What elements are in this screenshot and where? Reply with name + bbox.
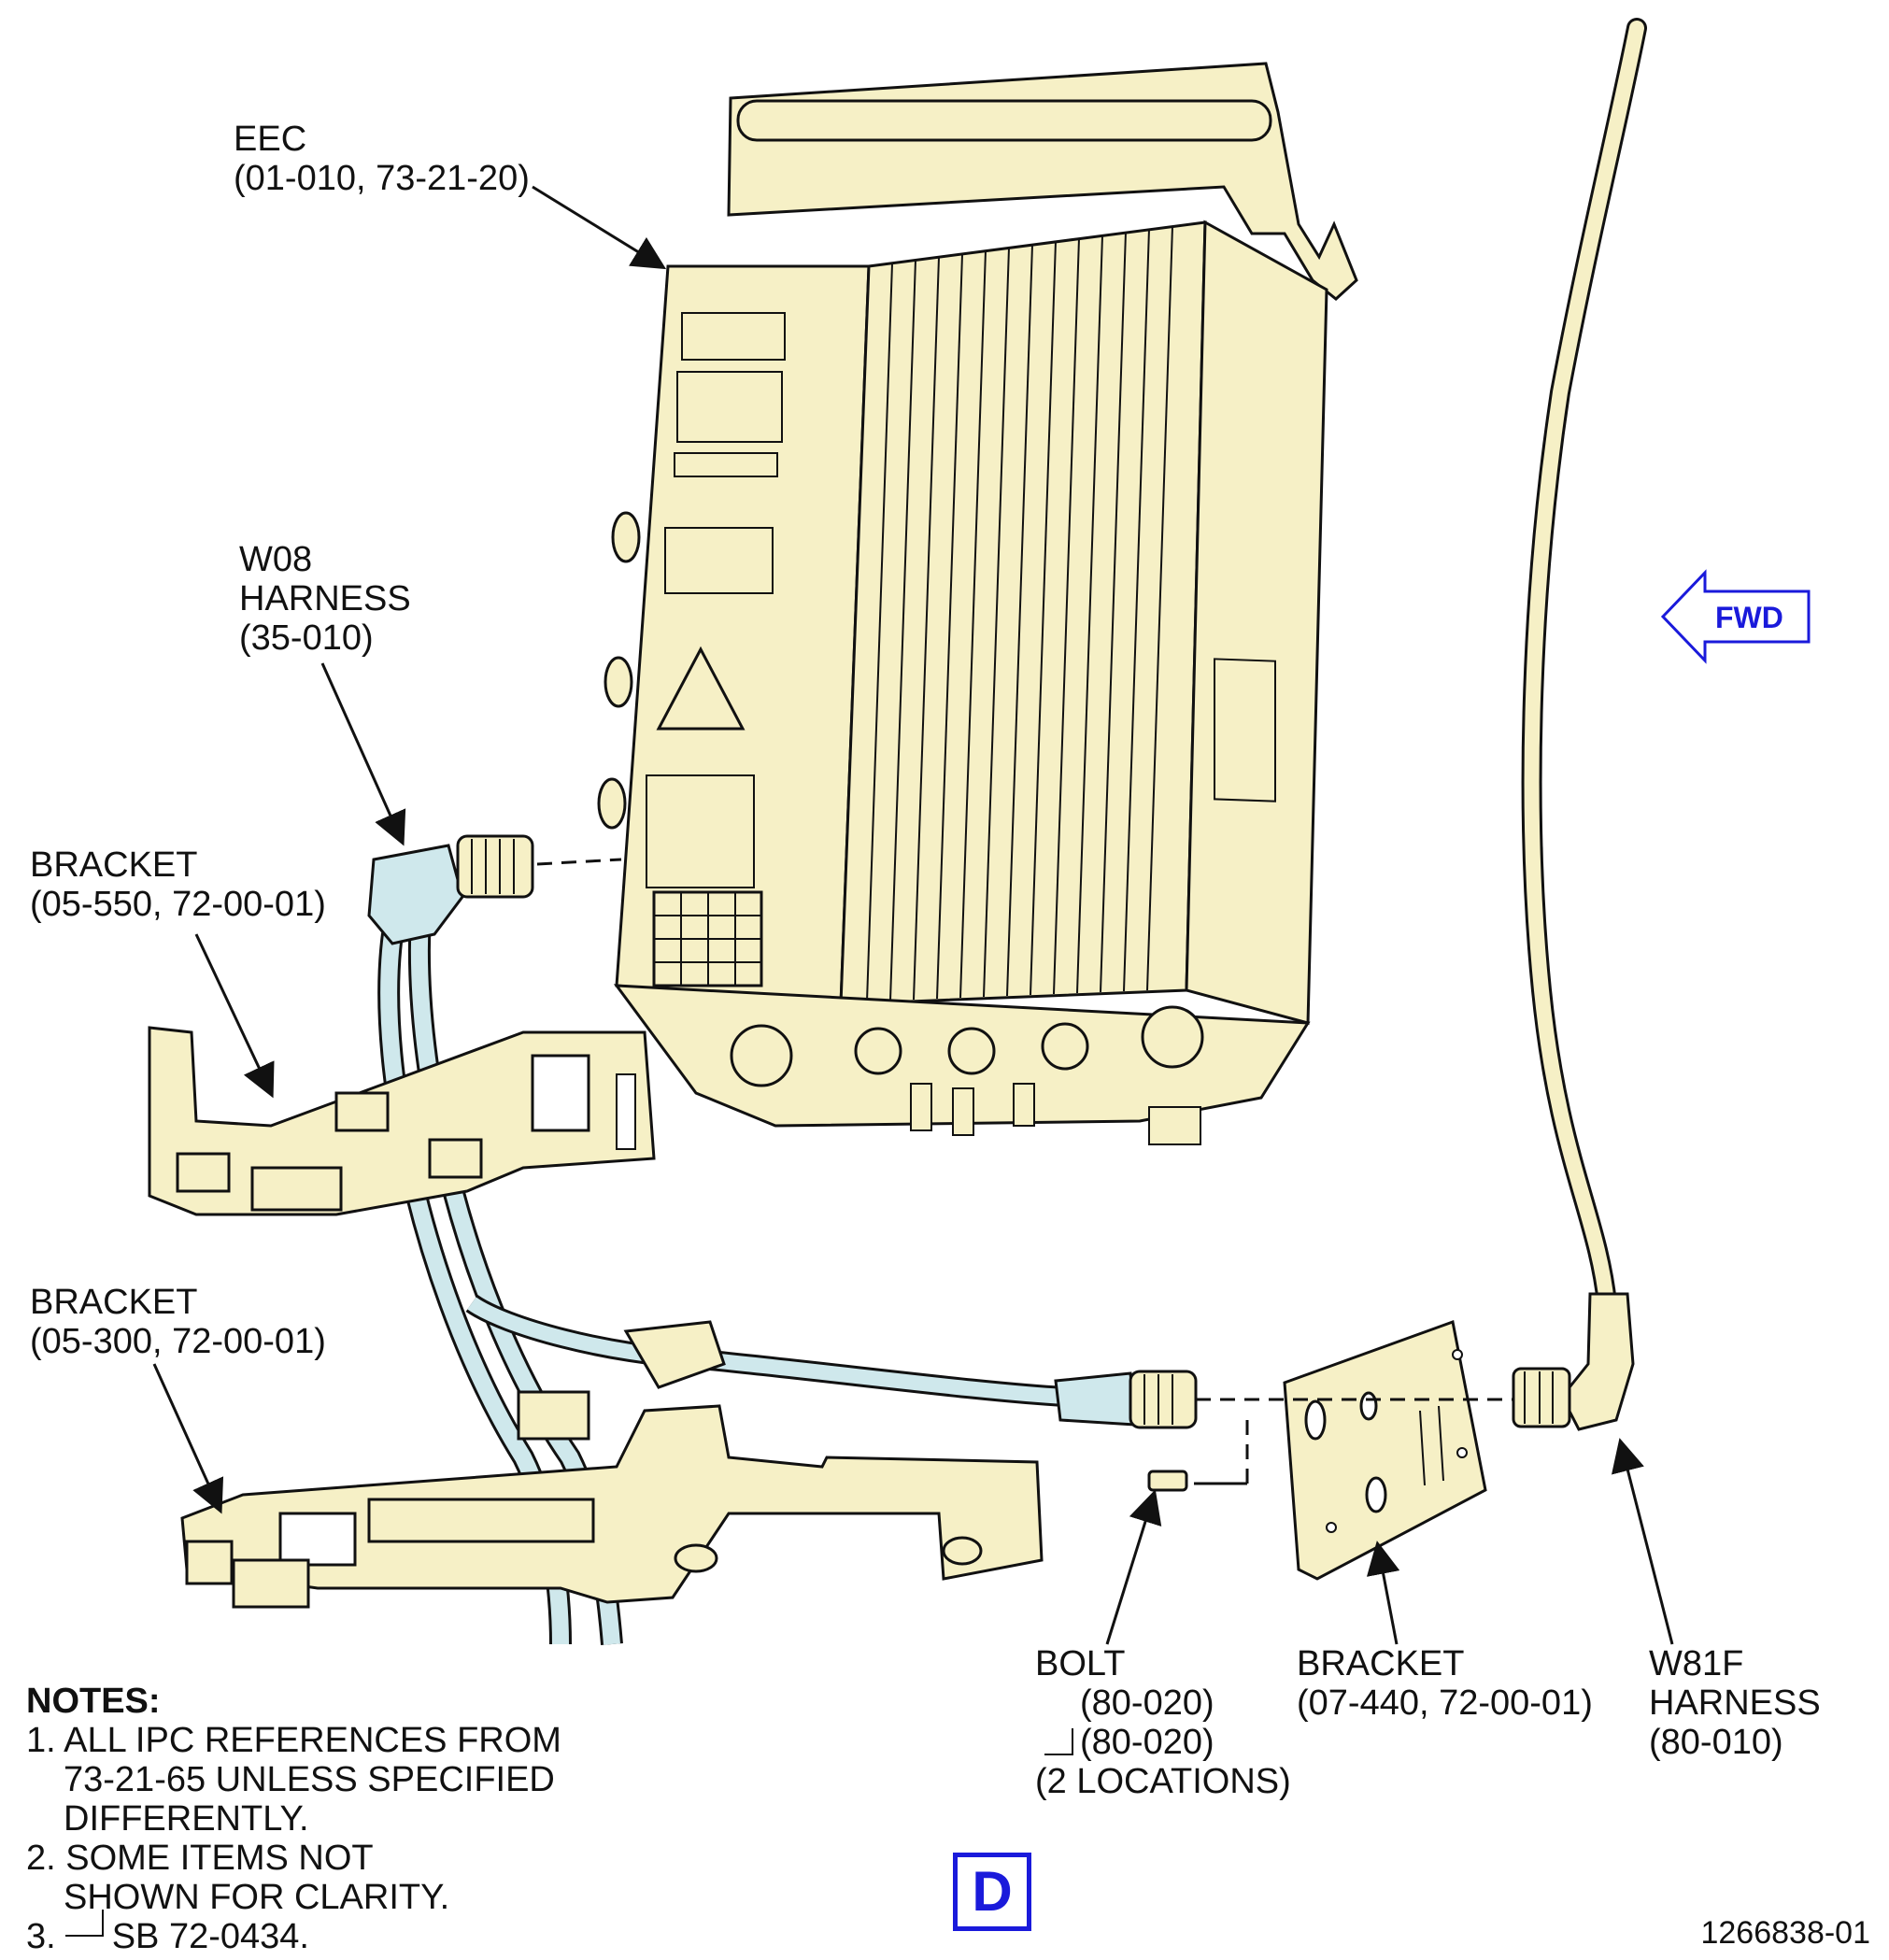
callout-bracket-05-550: BRACKET (05-550, 72-00-01): [30, 845, 326, 924]
w81f-harness: [1512, 18, 1647, 1431]
bracket1-ref: (05-550, 72-00-01): [30, 885, 326, 924]
w08-line2: HARNESS: [239, 579, 411, 618]
sb-triangle-icon: [65, 1728, 1073, 1937]
installation-lines: [536, 858, 1513, 1484]
note-3-text: SB 72-0434.: [111, 1917, 309, 1956]
w81f-ref: (80-010): [1649, 1723, 1783, 1762]
cooling-fins: [866, 225, 1173, 1002]
note-2-line-2: SHOWN FOR CLARITY.: [64, 1878, 450, 1917]
note-3-number: 3.: [26, 1917, 56, 1956]
callout-bolt: BOLT (80-020) (80-020) (2 LOCATIONS): [1035, 1644, 1291, 1801]
note-1-line-2: 73-21-65 UNLESS SPECIFIED: [64, 1760, 555, 1799]
bracket3-ref: (07-440, 72-00-01): [1297, 1683, 1593, 1723]
fwd-label: FWD: [1715, 601, 1783, 634]
fwd-arrow-icon: [1660, 569, 1811, 664]
callout-w08-harness: W08 HARNESS (35-010): [239, 540, 411, 658]
bracket2-name: BRACKET: [30, 1283, 198, 1322]
note-2-line-1: 2. SOME ITEMS NOT: [26, 1839, 374, 1878]
eec-name: EEC: [234, 120, 307, 159]
eec-unit: [597, 62, 1358, 1145]
bracket2-ref: (05-300, 72-00-01): [30, 1322, 326, 1361]
w81f-line1: W81F: [1649, 1644, 1744, 1683]
bracket-07-440: [1283, 1319, 1487, 1581]
eec-grid-panel: [652, 890, 763, 987]
w08-ref: (35-010): [239, 618, 374, 658]
w81f-line2: HARNESS: [1649, 1683, 1821, 1723]
bracket-05-300: [180, 1320, 1044, 1609]
leader-lines: [152, 185, 1674, 1645]
w08-lower-connector: [1054, 1370, 1198, 1429]
view-letter: D: [953, 1853, 1031, 1931]
callout-bracket-05-300: BRACKET (05-300, 72-00-01): [30, 1283, 326, 1361]
w08-upper-connector: [456, 834, 534, 899]
eec-ref: (01-010, 73-21-20): [234, 159, 530, 198]
bolt: [1147, 1470, 1247, 1492]
note-1-line-1: 1. ALL IPC REFERENCES FROM: [26, 1721, 561, 1760]
bolt-name: BOLT: [1035, 1644, 1126, 1683]
w08-line1: W08: [239, 540, 313, 579]
bracket1-name: BRACKET: [30, 845, 198, 885]
note-1-line-3: DIFFERENTLY.: [64, 1799, 309, 1839]
bolt-ref: (80-020): [1080, 1683, 1214, 1723]
bolt-ref-sb: (80-020): [1080, 1723, 1214, 1762]
figure-id: 1266838-01: [1700, 1915, 1870, 1951]
note-3: 3. SB 72-0434.: [26, 1917, 561, 1956]
bolt-qty: (2 LOCATIONS): [1035, 1762, 1291, 1801]
callout-bracket-07-440: BRACKET (07-440, 72-00-01): [1297, 1644, 1593, 1723]
callout-w81f-harness: W81F HARNESS (80-010): [1649, 1644, 1821, 1762]
notes-title: NOTES:: [26, 1682, 161, 1721]
bracket-05-550: [148, 1026, 656, 1216]
notes-block: NOTES: 1. ALL IPC REFERENCES FROM 73-21-…: [26, 1682, 561, 1956]
callout-eec: EEC (01-010, 73-21-20): [234, 120, 530, 198]
bracket3-name: BRACKET: [1297, 1644, 1465, 1683]
